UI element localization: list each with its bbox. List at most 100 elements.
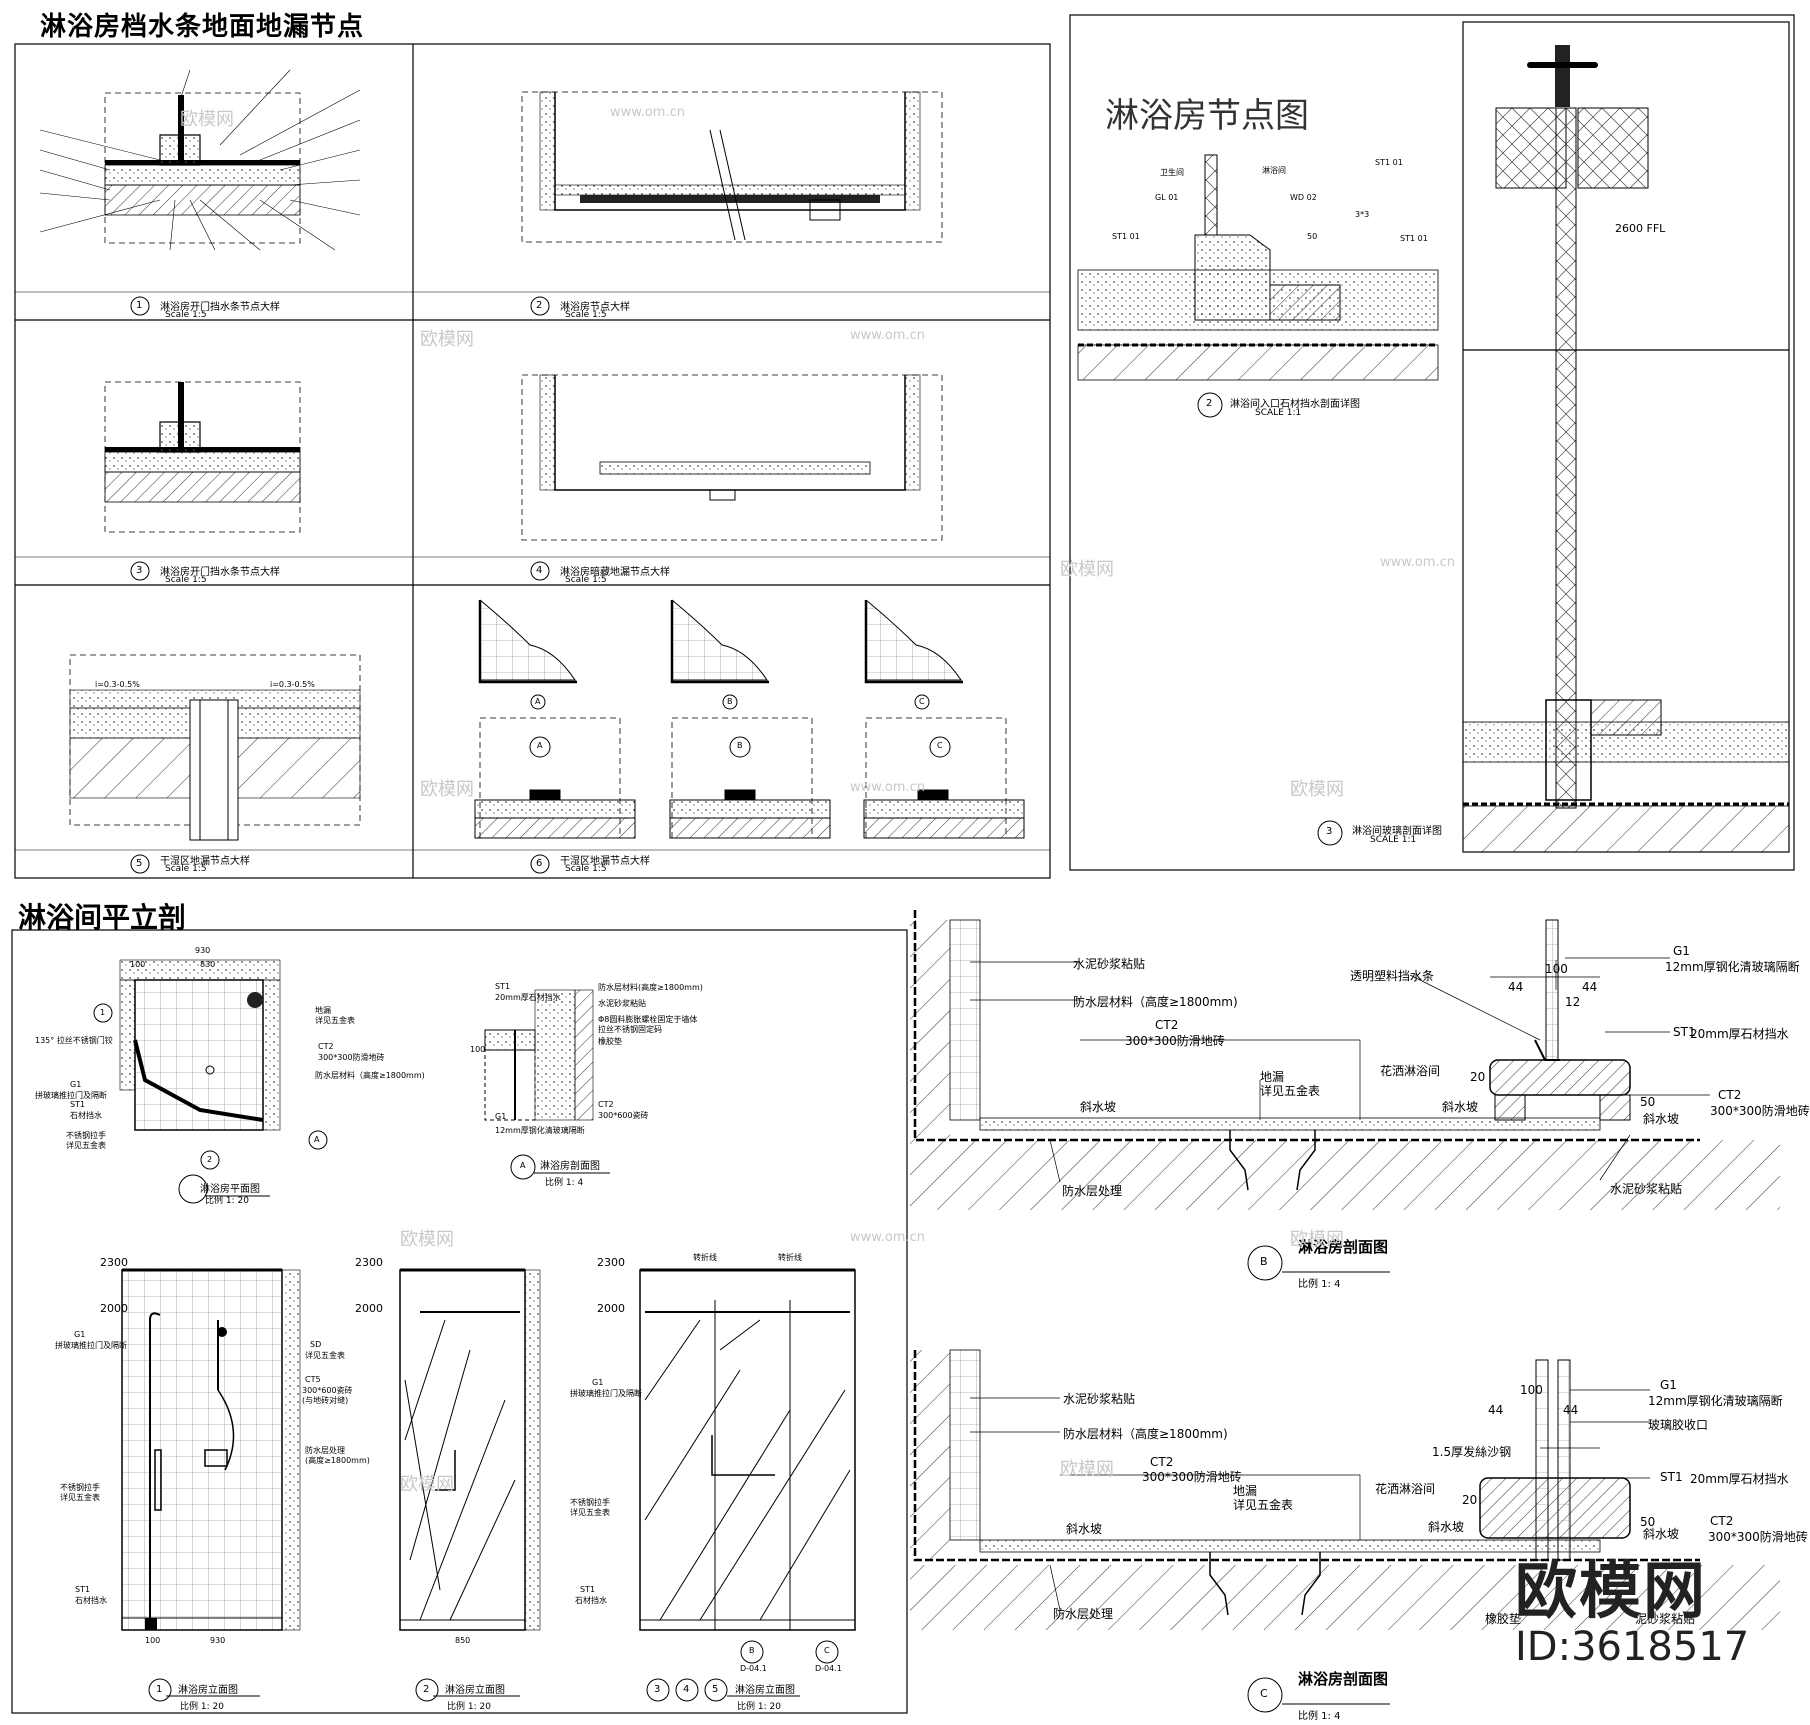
- elev1-waterproof: 防水层处理: [305, 1446, 345, 1455]
- detail-4-drawing: [521, 374, 943, 541]
- sb-label-stone: 20mm厚石材挡水: [1690, 1027, 1789, 1041]
- sc-label-tile: 300*300防滑地砖: [1142, 1470, 1242, 1484]
- detail-3-name: 淋浴房开门挡水条节点大样: [160, 567, 280, 578]
- elev3-level-2000: 2000: [597, 1302, 625, 1315]
- section-a-bracket: 拉丝不锈钢固定码: [598, 1025, 662, 1034]
- node-label-st1-b: ST1 01: [1400, 234, 1428, 243]
- title-top-left: 淋浴房档水条地面地漏节点: [40, 12, 365, 42]
- detail-5-name: 干湿区地漏节点大样: [160, 856, 250, 867]
- sc-dim-50: 50: [1640, 1515, 1656, 1529]
- elev1-dim-100: 100: [145, 1636, 161, 1645]
- section-a-gasket: 橡胶垫: [598, 1037, 622, 1046]
- plan-label-stone: 石材挡水: [70, 1111, 102, 1120]
- sb-label-mortar-bottom: 水泥砂浆粘贴: [1610, 1182, 1683, 1196]
- detail-6-num: 6: [536, 858, 543, 869]
- section-b-drawing: [910, 910, 1780, 1210]
- sc-label-drain: 地漏: [1233, 1484, 1258, 1498]
- detail-2-name: 淋浴房节点大样: [560, 302, 630, 313]
- detail-3-num: 3: [136, 565, 143, 576]
- section-a-ct2: CT2: [598, 1100, 614, 1109]
- plan-label-waterproof: 防水层材料（高度≥1800mm): [315, 1071, 425, 1080]
- node-level-2600: 2600 FFL: [1615, 222, 1666, 235]
- sb-label-slope-1: 斜水坡: [1080, 1100, 1117, 1114]
- detail-1-name: 淋浴房开门挡水条节点大样: [160, 302, 280, 313]
- elev1-sd-ref: 详见五金表: [305, 1351, 345, 1360]
- sc-label-drain-ref: 详见五金表: [1233, 1498, 1294, 1512]
- sb-label-tile: 300*300防滑地砖: [1125, 1034, 1225, 1048]
- sc-label-mortar-top: 水泥砂浆粘贴: [1063, 1392, 1136, 1406]
- sc-label-steel: 1.5厚发絲沙钢: [1432, 1445, 1512, 1459]
- elev2-stone: 石材挡水: [575, 1596, 607, 1605]
- elev1-handle-ref: 详见五金表: [60, 1493, 100, 1502]
- slope-label-left: i=0.3-0.5%: [95, 680, 140, 689]
- elev3-fold-1: 转折线: [693, 1253, 717, 1262]
- sc-label-mortar-bottom: 泥砂浆粘贴: [1635, 1612, 1696, 1626]
- plan-marker-a: A: [314, 1135, 320, 1144]
- plan-label-ct2: CT2: [318, 1042, 334, 1051]
- watermark-7: 欧模网: [420, 779, 474, 800]
- elev1-tile: 300*600瓷砖: [302, 1386, 353, 1395]
- sb-label-drain-ref: 详见五金表: [1260, 1084, 1321, 1098]
- plan-label-handle-ref: 详见五金表: [66, 1141, 106, 1150]
- d6-mark-c-top: C: [919, 697, 925, 706]
- node-label-gl: GL 01: [1155, 193, 1179, 202]
- sb-label-slope-2: 斜水坡: [1442, 1100, 1479, 1114]
- elev3-num-3: 3: [654, 1684, 661, 1695]
- watermark-13: 欧模网: [400, 1474, 454, 1495]
- elev3-mark-b: B: [749, 1646, 755, 1655]
- sc-title: 淋浴房剖面图: [1298, 1670, 1389, 1688]
- section-a-title: 淋浴房剖面图: [540, 1161, 600, 1172]
- plan-marker-1: 1: [100, 1008, 106, 1017]
- section-a-glass: 12mm厚钢化清玻璃隔断: [495, 1126, 585, 1135]
- elev2-st1: ST1: [580, 1585, 596, 1594]
- section-a-waterproof: 防水层材料(高度≥1800mm): [598, 983, 703, 992]
- node-d2-num: 2: [1206, 398, 1213, 409]
- sc-label-ct2: CT2: [1150, 1455, 1174, 1469]
- watermark-8: www.om.cn: [850, 780, 925, 795]
- plan-marker-2: 2: [207, 1155, 213, 1164]
- elev3-num-5: 5: [712, 1684, 719, 1695]
- detail-1-drawing: [39, 69, 361, 251]
- sb-dim-50: 50: [1640, 1095, 1656, 1109]
- sb-label-glass: 12mm厚钢化清玻璃隔断: [1665, 960, 1800, 974]
- sc-label-slope-1: 斜水坡: [1066, 1522, 1103, 1536]
- sc-label-ct2-right: CT2: [1710, 1514, 1734, 1528]
- sb-label-ct2: CT2: [1155, 1018, 1179, 1032]
- sb-label-tile-right: 300*300防滑地砖: [1710, 1104, 1810, 1118]
- sb-dim-100: 100: [1545, 962, 1568, 976]
- title-top-right: 淋浴房节点图: [1105, 96, 1309, 136]
- sb-label-shower-area: 花洒淋浴间: [1380, 1064, 1441, 1078]
- elev2-g1: G1: [592, 1378, 604, 1387]
- elev1-handle: 不锈钢拉手: [60, 1483, 100, 1492]
- detail-4-scale: Scale 1:5: [565, 575, 607, 585]
- detail-6-scale: Scale 1:5: [565, 864, 607, 874]
- watermark-3: 欧模网: [420, 329, 474, 350]
- plan-label-drain: 地漏: [315, 1006, 331, 1015]
- plan-dim-830: 830: [200, 960, 216, 969]
- elev3-scale: 比例 1: 20: [737, 1702, 781, 1712]
- section-a-g1: G1: [495, 1112, 507, 1121]
- watermark-9: 欧模网: [1290, 779, 1344, 800]
- elev2-level-2000: 2000: [355, 1302, 383, 1315]
- section-c-drawing: [910, 1349, 1780, 1630]
- elev3-level-2300: 2300: [597, 1256, 625, 1269]
- sb-dim-44-right: 44: [1582, 980, 1598, 994]
- sc-label-st1: ST1: [1660, 1470, 1683, 1484]
- elev1-st1: ST1: [75, 1585, 91, 1594]
- elevation-3-drawing: [639, 1268, 856, 1631]
- node-d3-scale: SCALE 1:1: [1370, 835, 1417, 845]
- elev1-sd: SD: [310, 1340, 322, 1349]
- elev3-fold-2: 转折线: [778, 1253, 802, 1262]
- elev1-stone: 石材挡水: [75, 1596, 107, 1605]
- plan-dim-930: 930: [195, 946, 211, 955]
- sc-mark: C: [1260, 1687, 1268, 1700]
- sb-label-g1: G1: [1673, 944, 1690, 958]
- plan-dim-100: 100: [130, 960, 146, 969]
- sb-label-ct2-right: CT2: [1718, 1088, 1742, 1102]
- section-a-stone: 20mm厚石材挡水: [495, 993, 561, 1002]
- detail-1-scale: Scale 1:5: [165, 310, 207, 320]
- sb-label-mortar-top: 水泥砂浆粘贴: [1073, 957, 1146, 971]
- detail-4-name: 淋浴房暗藏地漏节点大样: [560, 567, 670, 578]
- node-label-st1-a: ST1 01: [1375, 158, 1403, 167]
